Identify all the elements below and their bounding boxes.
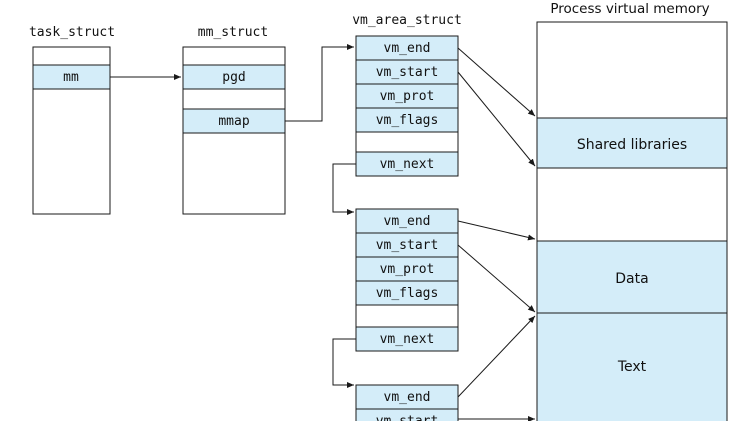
- vma-2-start-label: vm_start: [376, 238, 439, 253]
- vma-1-flags-cell: [355, 107, 459, 133]
- vma-1-next-label: vm_next: [380, 157, 435, 172]
- vma-1-start-label: vm_start: [376, 65, 439, 80]
- mm-struct-mmap-cell: [182, 108, 286, 134]
- arrow-mmap-to-vma-1: [285, 44, 354, 122]
- vma-2: vm_end vm_start vm_prot vm_flags vm_next: [355, 208, 459, 352]
- region-text: [536, 312, 728, 421]
- vma-2-prot-label: vm_prot: [380, 262, 435, 277]
- vma-3-start-cell: [355, 408, 459, 421]
- vma-1-prot-cell: [355, 83, 459, 109]
- arrow-vma-1-end-to-shared-top: [457, 47, 536, 117]
- mm-struct-header: mm_struct: [198, 25, 268, 40]
- arrow-vma-1-start-to-shared-bottom: [457, 71, 536, 167]
- vma-3-start-label: vm_start: [376, 414, 439, 421]
- task-struct-mm-label: mm: [63, 70, 79, 85]
- vma-2-prot-cell: [355, 256, 459, 282]
- vma-2-end-label: vm_end: [384, 214, 431, 229]
- task-struct-mm-cell: [32, 64, 111, 90]
- vma-1-empty-cell: [355, 131, 459, 153]
- vma-3-end-label: vm_end: [384, 390, 431, 405]
- vm-area-struct-header: vm_area_struct: [352, 13, 462, 28]
- mm-struct-mmap-label: mmap: [218, 114, 249, 129]
- arrow-vma-2-next-to-vma-3: [332, 338, 356, 388]
- task-struct-box: mm: [32, 46, 111, 215]
- arrow-vma-3-end-to-text-top: [457, 315, 536, 398]
- region-data-label: Data: [615, 271, 648, 287]
- mm-struct-pgd-cell: [182, 64, 286, 90]
- mm-struct-pgd-label: pgd: [222, 70, 245, 85]
- region-text-label: Text: [617, 359, 647, 375]
- vma-1-next-cell: [355, 151, 459, 177]
- vma-1: vm_end vm_start vm_prot vm_flags vm_next: [355, 35, 459, 177]
- arrow-vma-2-start-to-data-bottom: [457, 244, 536, 313]
- region-shared-libraries-label: Shared libraries: [577, 137, 687, 153]
- arrow-vma-1-next-to-vma-2: [332, 163, 356, 215]
- vma-3: vm_end vm_start: [355, 384, 459, 421]
- vma-1-prot-label: vm_prot: [380, 89, 435, 104]
- vma-2-empty-cell: [355, 304, 459, 328]
- region-data: [536, 240, 728, 314]
- process-memory-column: Shared libraries Data Text: [536, 21, 728, 421]
- task-struct-header: task_struct: [29, 25, 115, 40]
- vma-2-next-cell: [355, 326, 459, 352]
- vma-2-flags-label: vm_flags: [376, 286, 439, 301]
- process-memory-header: Process virtual memory: [550, 1, 709, 17]
- arrow-vma-2-end-to-data-top: [457, 220, 536, 241]
- vma-3-end-cell: [355, 384, 459, 410]
- vma-2-next-label: vm_next: [380, 332, 435, 347]
- vma-2-flags-cell: [355, 280, 459, 306]
- mm-struct-box: pgd mmap: [182, 46, 286, 215]
- vma-1-end-label: vm_end: [384, 41, 431, 56]
- region-shared-libraries: [536, 117, 728, 169]
- vma-1-end-cell: [355, 35, 459, 61]
- vma-1-flags-label: vm_flags: [376, 113, 439, 128]
